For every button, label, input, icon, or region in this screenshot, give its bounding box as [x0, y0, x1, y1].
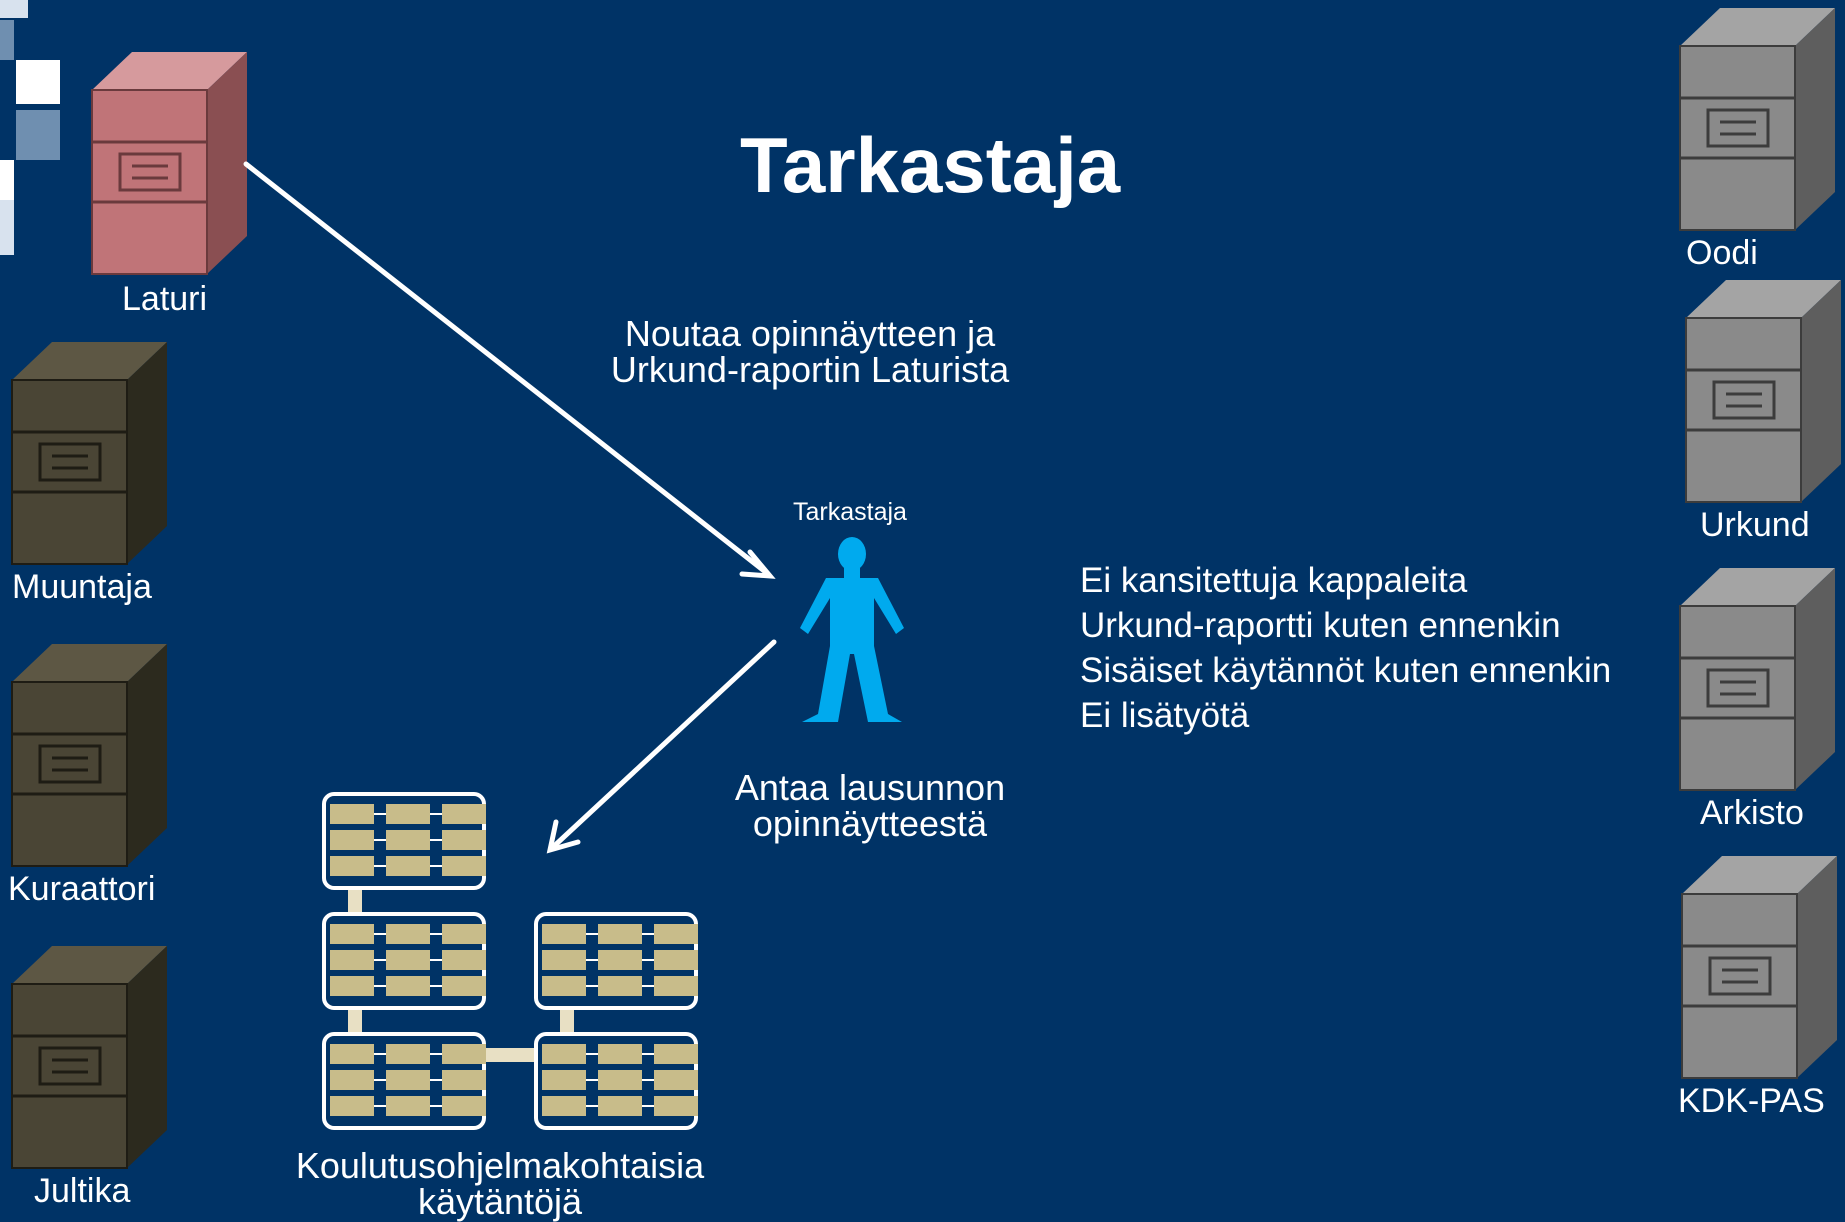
actor-label: Tarkastaja — [793, 498, 907, 526]
kuraattori-label: Kuraattori — [8, 870, 156, 908]
muuntaja-server-icon[interactable] — [10, 340, 170, 570]
practice-box — [330, 924, 374, 944]
jultika-server-icon[interactable] — [10, 944, 170, 1174]
statement-arrow — [546, 639, 777, 854]
practices-caption: Koulutusohjelmakohtaisia käytäntöjä — [280, 1148, 720, 1220]
laturi-server-icon[interactable] — [90, 50, 250, 280]
oodi-label: Oodi — [1686, 234, 1758, 272]
slide-title: Tarkastaja — [740, 121, 1121, 209]
note-item: Ei lisätyötä — [1080, 696, 1250, 735]
practice-box — [542, 976, 586, 996]
practice-box — [330, 1096, 374, 1116]
practice-box — [330, 804, 374, 824]
kdk-pas-label: KDK-PAS — [1678, 1082, 1825, 1120]
note-item: Urkund-raportti kuten ennenkin — [1080, 606, 1561, 645]
practice-box — [598, 976, 642, 996]
practice-box — [330, 830, 374, 850]
practice-box — [598, 1070, 642, 1090]
practice-box — [386, 1096, 430, 1116]
network-icon[interactable] — [320, 790, 705, 1135]
practice-box — [654, 950, 698, 970]
practice-box — [386, 924, 430, 944]
laturi-label: Laturi — [122, 280, 208, 318]
arkisto-server-icon[interactable] — [1678, 566, 1838, 796]
note-item: Ei kansitettuja kappaleita — [1080, 561, 1468, 600]
practice-box — [386, 804, 430, 824]
connector — [485, 1048, 535, 1062]
muuntaja-label: Muuntaja — [12, 568, 152, 606]
practice-box — [442, 1044, 486, 1064]
kuraattori-server-icon[interactable] — [10, 642, 170, 872]
practice-box — [330, 950, 374, 970]
practice-box — [442, 924, 486, 944]
urkund-server-icon[interactable] — [1684, 278, 1844, 508]
practice-box — [442, 950, 486, 970]
connector — [560, 1006, 574, 1038]
fetch-arrow — [243, 161, 776, 579]
practice-box — [442, 804, 486, 824]
practice-box — [330, 976, 374, 996]
fetch-caption-line-2: Urkund-raportin Laturista — [610, 349, 1010, 390]
statement-caption-line-1: Antaa lausunnon — [734, 767, 1006, 808]
practice-box — [598, 950, 642, 970]
person-icon[interactable] — [796, 534, 908, 728]
practice-box — [654, 1044, 698, 1064]
corner-decoration-icon — [0, 0, 60, 255]
practice-box — [542, 1044, 586, 1064]
practice-box — [654, 976, 698, 996]
practice-box — [598, 924, 642, 944]
practice-box — [542, 1070, 586, 1090]
statement-caption-line-2: opinnäytteestä — [752, 803, 988, 844]
practice-box — [330, 1044, 374, 1064]
practices-caption-line-2: käytäntöjä — [417, 1181, 583, 1222]
practice-box — [542, 1096, 586, 1116]
practice-box — [654, 1096, 698, 1116]
practice-box — [598, 1096, 642, 1116]
practice-box — [386, 976, 430, 996]
kdk-pas-server-icon[interactable] — [1680, 854, 1840, 1084]
practice-box — [442, 976, 486, 996]
notes-list: Ei kansitettuja kappaleita Urkund-raport… — [1080, 558, 1611, 738]
practice-box — [386, 856, 430, 876]
urkund-label: Urkund — [1700, 506, 1810, 544]
fetch-caption-line-1: Noutaa opinnäytteen ja — [624, 313, 996, 354]
practices-caption-line-1: Koulutusohjelmakohtaisia — [295, 1145, 705, 1186]
statement-caption: Antaa lausunnon opinnäytteestä — [700, 770, 1040, 842]
arkisto-label: Arkisto — [1700, 794, 1804, 832]
practice-box — [654, 1070, 698, 1090]
practice-box — [386, 1070, 430, 1090]
practice-box — [654, 924, 698, 944]
note-item: Sisäiset käytännöt kuten ennenkin — [1080, 651, 1612, 690]
practice-box — [386, 830, 430, 850]
practice-box — [542, 950, 586, 970]
practice-box — [442, 1070, 486, 1090]
practice-box — [330, 856, 374, 876]
fetch-caption: Noutaa opinnäytteen ja Urkund-raportin L… — [600, 316, 1020, 388]
oodi-server-icon[interactable] — [1678, 6, 1838, 236]
connector — [348, 886, 362, 918]
practice-box — [386, 950, 430, 970]
practice-box — [442, 1096, 486, 1116]
practice-box — [442, 856, 486, 876]
practice-box — [542, 924, 586, 944]
practice-box — [386, 1044, 430, 1064]
practice-box — [330, 1070, 374, 1090]
practice-box — [598, 1044, 642, 1064]
connector — [348, 1006, 362, 1038]
jultika-label: Jultika — [34, 1172, 131, 1210]
practice-box — [442, 830, 486, 850]
